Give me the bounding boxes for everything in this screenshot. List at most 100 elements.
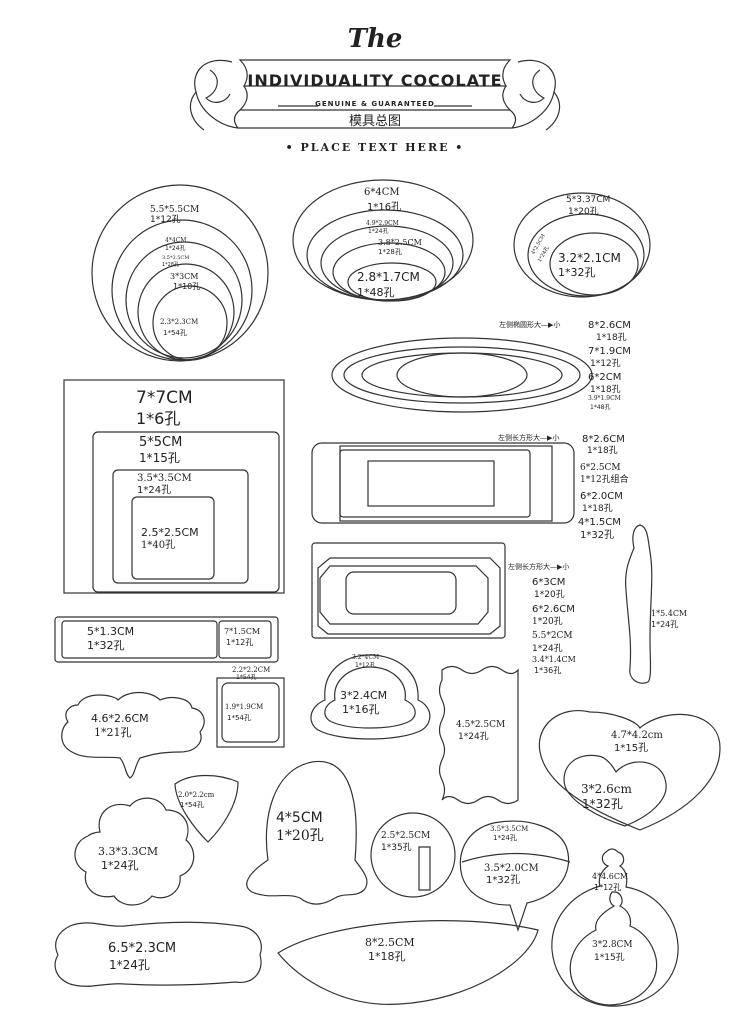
mold-label: 2.8*1.7CM — [357, 270, 420, 284]
bell-mold-outline — [310, 654, 431, 740]
oval-top-mold-outline — [292, 179, 474, 302]
mold-label: 1*16孔 — [342, 703, 380, 716]
mold-label: 1*15孔 — [614, 743, 649, 754]
round-mold-outline — [91, 184, 269, 362]
mold-label: 1*24孔 — [651, 620, 679, 629]
mold-label: 6*2.0CM — [580, 491, 623, 502]
mold-label: 1*32孔 — [87, 639, 125, 652]
mold-label: 1*24孔 — [368, 228, 389, 235]
mold-label: 6*2.6CM — [532, 604, 575, 615]
mold-label: 1*12孔 — [355, 662, 376, 669]
mold-label: 6.5*2.3CM — [108, 941, 177, 956]
mold-label: 3.9*1.9CM — [588, 395, 621, 402]
mold-label: 1*15孔 — [594, 953, 625, 963]
mold-label: 3.5*3.5CM — [137, 473, 192, 484]
mold-label: 1*24孔 — [458, 732, 489, 742]
mold-label: 8*2.5CM — [365, 936, 415, 949]
mold-label: 6*2.5CM — [580, 463, 621, 473]
mold-label: 3.2*4CM — [352, 654, 380, 661]
mold-label: 5*1.3CM — [87, 625, 135, 638]
mold-label: 5.5*2CM — [532, 631, 573, 641]
mold-label: 1*10孔 — [173, 282, 201, 291]
mold-label: 1*6孔 — [136, 409, 181, 428]
mold-label: 5*3.37CM — [566, 195, 611, 205]
mold-label: 8*2.6CM — [582, 434, 625, 445]
mold-label: 5*5CM — [139, 435, 183, 450]
order-note: 左侧长方形大—▶小 — [508, 563, 570, 571]
boat-mold-outline — [277, 920, 539, 1005]
mold-label: 6*2CM — [588, 372, 622, 383]
mold-label: 1*18孔 — [368, 950, 406, 963]
mold-label: 1*32孔 — [486, 875, 521, 886]
ghost-mold-outline — [246, 760, 368, 905]
bar-mold-outline — [54, 616, 279, 663]
mold-label: 1*48孔 — [590, 404, 611, 411]
mold-label: 3.5*3.5CM — [162, 255, 190, 261]
mold-label: 1*32孔 — [558, 266, 596, 279]
mold-label: 5.5*5.5CM — [150, 205, 200, 215]
mold-label: 4*5CM — [276, 810, 323, 826]
mold-label: 7*7CM — [136, 388, 193, 408]
mold-label: 1*24孔 — [109, 958, 150, 972]
header-brand: INDIVIDUALITY COCOLATE — [247, 71, 503, 90]
mold-label: 1*21孔 — [94, 726, 132, 739]
ornament-mold-outline — [551, 848, 679, 1007]
small-square-mold-outline — [216, 677, 285, 748]
mold-label: 6*4CM — [364, 187, 400, 198]
mold-label: 2.2*2.2CM — [232, 666, 271, 674]
mold-label: 3.5*2.0CM — [484, 863, 539, 874]
mold-label: 1*32孔 — [580, 530, 615, 541]
header-frame — [189, 59, 561, 131]
mold-label: 4.6*2.6CM — [91, 712, 149, 725]
mold-label: 1*20孔 — [276, 828, 324, 844]
mold-label: 3.3*3.3CM — [98, 845, 159, 858]
rect2-mold-outline — [311, 542, 506, 639]
mold-label: 2.5*2.5CM — [141, 526, 199, 539]
mold-label: 2.0*2.2cm — [178, 791, 215, 799]
mold-label: 1*20孔 — [568, 207, 599, 217]
mold-label: 1*48孔 — [357, 286, 395, 299]
heart-mold-outline — [538, 710, 721, 831]
flower-mold-outline — [74, 797, 195, 906]
mold-label: 1*20孔 — [532, 617, 563, 627]
mold-label: 1*12孔 — [226, 638, 254, 647]
mold-label: 3.4*1.4CM — [532, 655, 576, 664]
mold-label: 2.5*2.5CM — [381, 831, 431, 841]
mold-label: 1*35孔 — [381, 843, 412, 853]
mold-label: 1.9*1.9CM — [225, 703, 264, 711]
rect1-mold-outline — [311, 442, 575, 524]
mold-label: 7*1.9CM — [588, 346, 631, 357]
circle-notch-mold-outline — [370, 812, 456, 898]
mold-label: 1*5.4CM — [651, 609, 688, 618]
wavy-rect-mold-outline — [438, 665, 519, 805]
mold-label: 1*20孔 — [534, 590, 565, 600]
mold-label: 4.9*2.9CM — [366, 220, 399, 227]
mold-label: 1*28孔 — [162, 262, 180, 268]
mold-label: 1*15孔 — [139, 451, 180, 465]
mold-label: 1*54孔 — [180, 801, 204, 809]
mold-label: 1*12孔 — [590, 359, 621, 369]
header-script: The — [347, 24, 403, 54]
shield-mold-outline — [174, 774, 239, 843]
mold-label: 1*18孔 — [590, 385, 621, 395]
mold-label: 1*16孔 — [367, 202, 402, 213]
mold-label: 4*1.5CM — [578, 517, 621, 528]
header-subtitle: 模具总图 — [348, 114, 401, 129]
mold-label: 4*4.6CM — [592, 872, 629, 881]
mold-label: 1*54孔 — [163, 329, 187, 337]
header-placeholder: • PLACE TEXT HERE • — [285, 141, 465, 154]
long-oval-mold-outline — [331, 337, 593, 413]
mold-label: 3.2*2.1CM — [558, 251, 621, 265]
header-tagline: GENUINE & GUARANTEED — [315, 100, 435, 108]
mold-label: 4.5*2.5CM — [456, 720, 506, 730]
mold-label: 3*3CM — [170, 272, 199, 281]
mold-label: 1*54孔 — [227, 714, 251, 722]
mold-label: 8*2.6CM — [588, 320, 631, 331]
mold-label: 1*24孔 — [101, 859, 139, 872]
mold-label: 1*40孔 — [141, 540, 176, 551]
square-mold-outline — [63, 379, 285, 594]
mold-label: 1*12孔 — [150, 215, 181, 225]
mold-label: 1*12孔组合 — [580, 475, 629, 485]
